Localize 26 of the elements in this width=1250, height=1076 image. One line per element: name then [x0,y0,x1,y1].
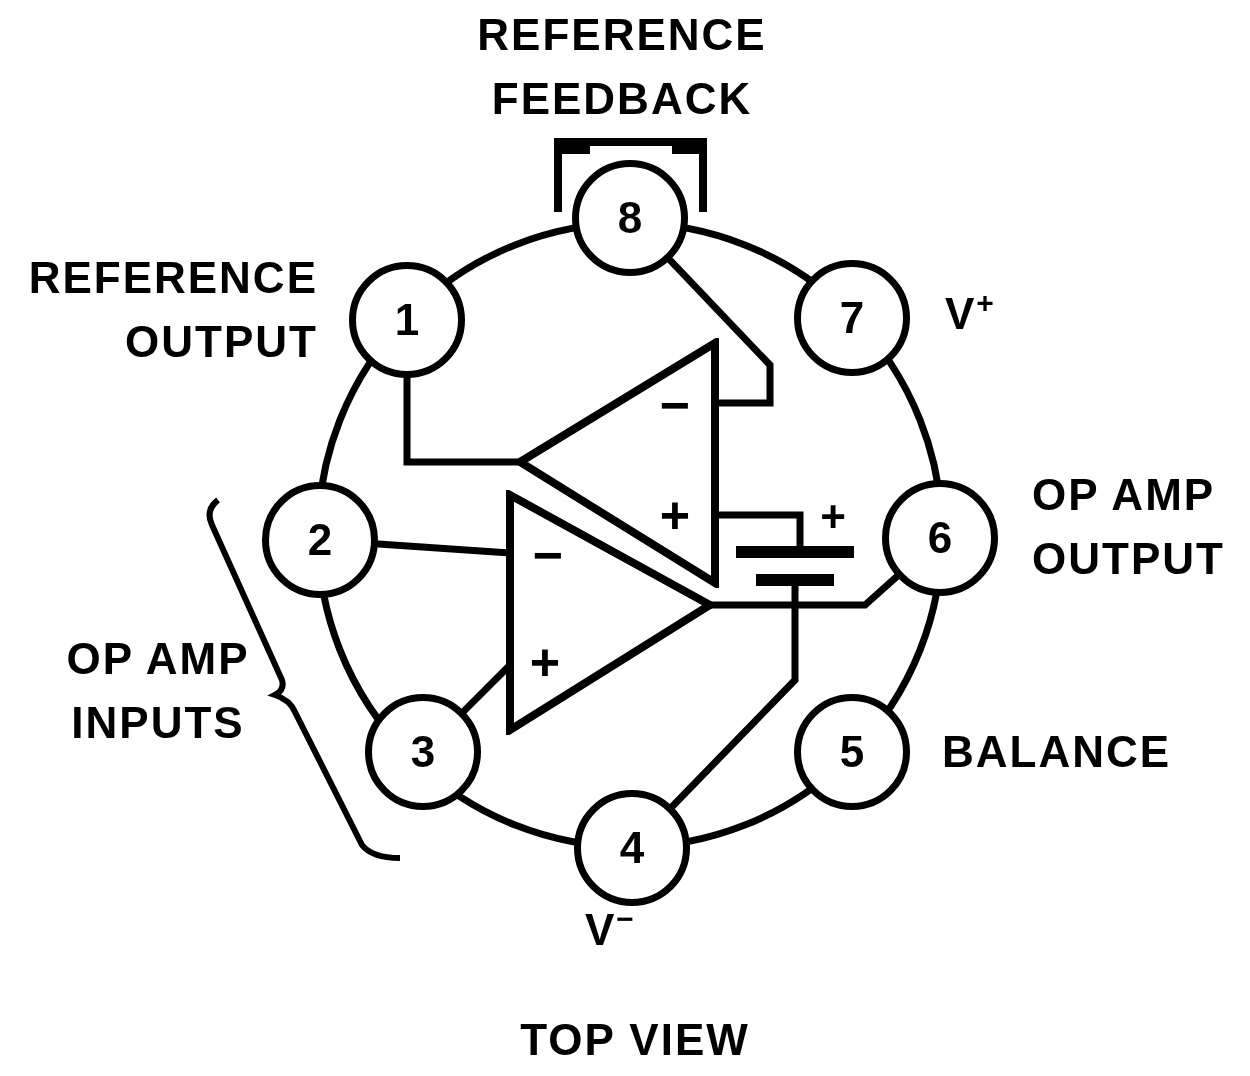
polarity-sign: + [659,489,691,541]
pin-number: 7 [839,296,865,340]
pin-label: V$^{−}$ [585,901,637,956]
battery-symbol [736,544,854,588]
pin-label: V$^{+}$ [945,285,997,340]
pin-label: REFERENCE OUTPUT [27,252,318,368]
polarity-label: + [819,491,849,543]
polarity-sign: + [529,636,561,688]
pin-label: REFERENCE FEEDBACK [476,9,768,125]
caption: TOP VIEW [519,1014,751,1066]
pin-number: 6 [927,516,953,560]
wire [665,255,774,407]
pin-number: 3 [410,730,436,774]
pin-number: 2 [307,518,333,562]
op-amp-triangle [515,338,721,588]
pin-label: OP AMP OUTPUT [1032,469,1226,585]
pin-number: 4 [619,826,645,870]
pin-label: BALANCE [942,726,1173,778]
wire [667,583,799,811]
pin-number: 8 [617,196,643,240]
polarity-sign: − [532,529,564,581]
group-label: OP AMP INPUTS [65,633,251,749]
polarity-sign: − [659,379,691,431]
op-amp-triangle [505,490,715,735]
pin-number: 5 [839,730,865,774]
pin-number: 1 [394,298,420,342]
